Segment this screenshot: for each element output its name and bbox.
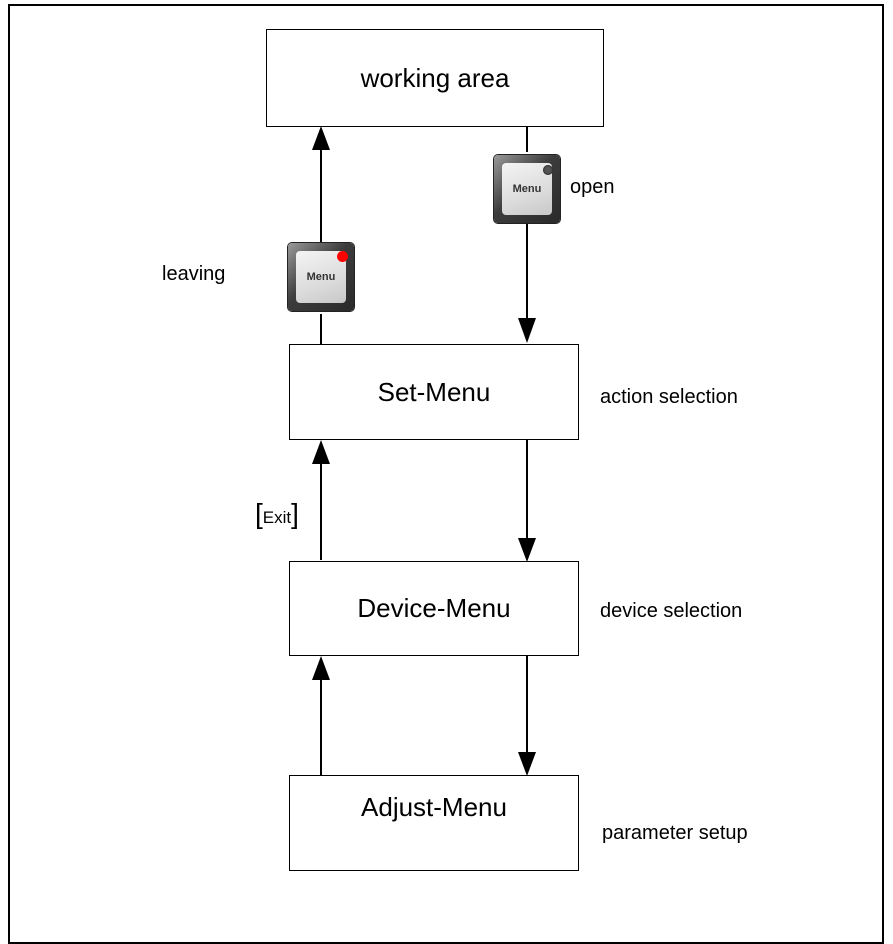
arrow-up-to-working-area <box>312 126 330 150</box>
set-menu-label: Set-Menu <box>377 376 491 407</box>
exit-text: Exit <box>262 508 292 527</box>
menu-key-leaving-text: Menu <box>306 271 336 283</box>
open-label: open <box>570 176 615 198</box>
device-menu-label: Device-Menu <box>357 593 511 623</box>
parameter-setup-label: parameter setup <box>602 822 748 844</box>
exit-label: [Exit] <box>255 498 299 530</box>
working-area-label: working area <box>360 62 510 93</box>
menu-key-open-led-icon <box>543 165 553 175</box>
device-selection-label: device selection <box>600 600 743 622</box>
action-selection-label: action selection <box>600 386 738 408</box>
menu-key-leaving-led-icon <box>337 251 348 262</box>
working-area-box: working area <box>266 29 604 127</box>
exit-close-bracket: ] <box>291 498 299 529</box>
menu-key-leaving: Menu <box>288 243 354 311</box>
device-menu-box: Device-Menu <box>289 561 579 656</box>
menu-key-open: Menu <box>494 155 560 223</box>
arrow-down-to-adjust-menu <box>518 752 536 776</box>
leaving-label: leaving <box>162 263 226 285</box>
arrow-up-to-device-menu <box>312 656 330 680</box>
adjust-menu-box: Adjust-Menu <box>289 775 579 871</box>
arrow-down-to-set-menu <box>518 318 536 343</box>
exit-open-bracket: [ <box>255 498 263 529</box>
menu-key-open-text: Menu <box>512 183 542 195</box>
arrow-up-to-set-menu <box>312 440 330 464</box>
set-menu-box: Set-Menu <box>289 344 579 440</box>
arrow-down-to-device-menu <box>518 538 536 562</box>
menu-key-leaving-face: Menu <box>296 251 346 303</box>
adjust-menu-label: Adjust-Menu <box>361 792 507 822</box>
